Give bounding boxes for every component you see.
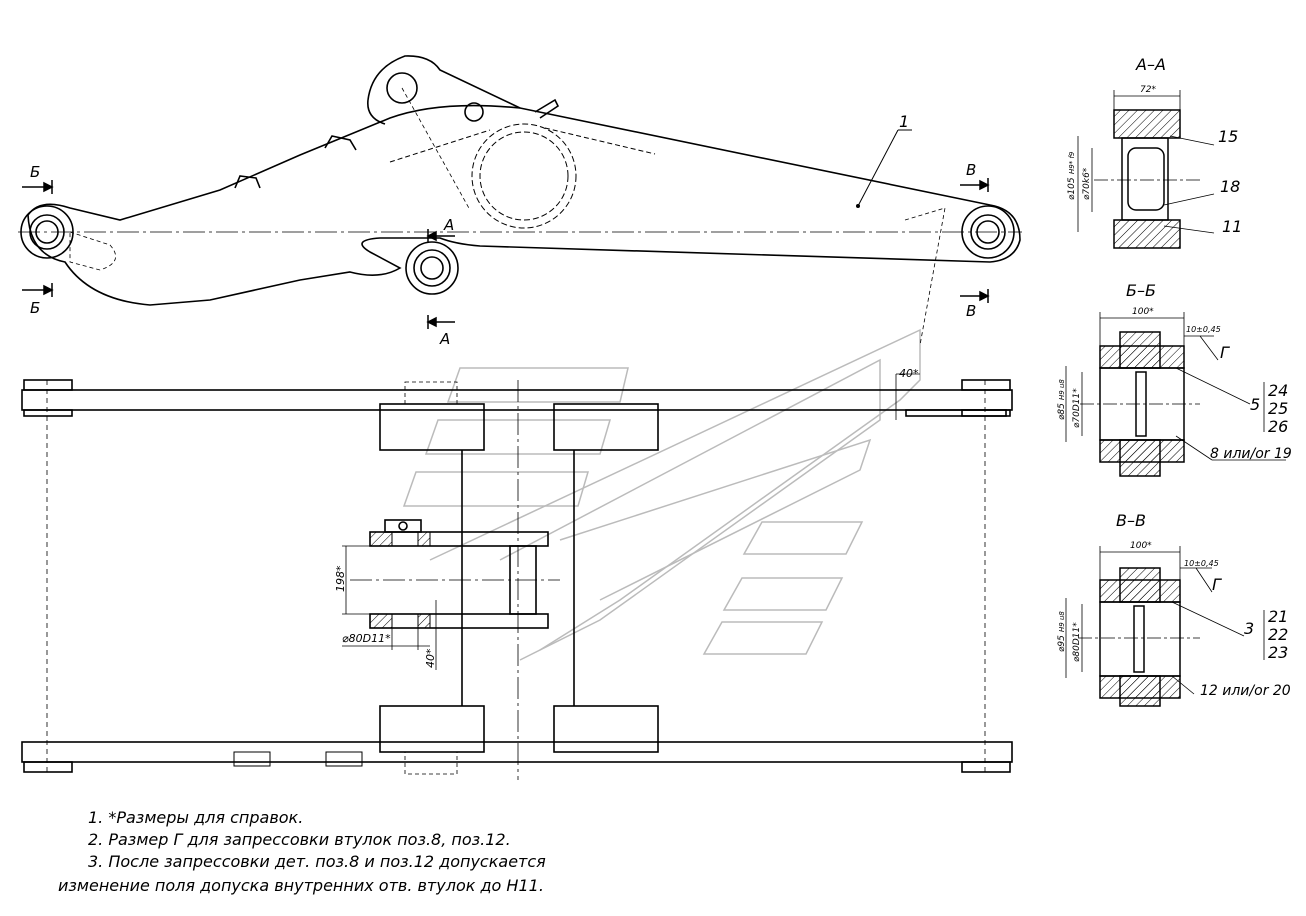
- dim-angle-label: 40*: [899, 367, 919, 380]
- dim-height-label: 198*: [334, 565, 347, 592]
- callout-22: 22: [1268, 625, 1288, 644]
- section-mark-v-top: В: [966, 161, 976, 179]
- part-1-leader: 1: [856, 112, 912, 208]
- section-vv-dim-inner: ⌀80D11*: [1072, 622, 1082, 662]
- plan-view-hatching: [369, 531, 431, 629]
- section-mark-b-top: Б: [30, 163, 40, 181]
- section-aa-dim-outer: ⌀105: [1067, 177, 1077, 200]
- section-vv-dim-width: 100*: [1130, 541, 1152, 551]
- section-bb-dim-width: 100*: [1132, 307, 1154, 317]
- section-aa-dim-outer-tol: H9* f9: [1068, 151, 1076, 174]
- callout-3: 3: [1244, 619, 1254, 638]
- callout-12-or-20: 12 или/or 20: [1200, 683, 1291, 699]
- section-bb-title: Б–Б: [1126, 281, 1156, 300]
- section-vv-letter-g: Г: [1212, 575, 1222, 594]
- section-mark-v-bottom: В: [966, 302, 976, 320]
- note-1: 1. *Размеры для справок.: [88, 808, 304, 827]
- section-aa-title: А–А: [1135, 55, 1166, 74]
- watermark-logo: [402, 328, 921, 661]
- section-aa-dim-inner: ⌀70k6*: [1082, 167, 1092, 200]
- callout-11: 11: [1222, 217, 1242, 236]
- section-mark-b-bottom: Б: [30, 299, 40, 317]
- section-bb-dim-outer: ⌀85: [1057, 403, 1067, 420]
- callout-25: 25: [1268, 399, 1288, 418]
- plan-view: [21, 379, 1013, 780]
- part-number-label: 1: [899, 112, 909, 131]
- callout-5: 5: [1250, 395, 1260, 414]
- callout-24: 24: [1268, 381, 1288, 400]
- dim-bore-label: ⌀80D11*: [342, 632, 391, 645]
- section-mark-a-top: А: [443, 216, 454, 234]
- side-view: [18, 55, 1022, 346]
- section-bb-letter-g: Г: [1220, 343, 1230, 362]
- dim-small-label: 40*: [424, 648, 437, 668]
- callout-21: 21: [1268, 607, 1288, 626]
- section-bb-dim-inner: ⌀70D11*: [1072, 388, 1082, 428]
- section-vv-title: В–В: [1116, 511, 1146, 530]
- plan-view-dimensions: [342, 373, 920, 670]
- section-bb: [1065, 312, 1286, 477]
- section-bb-dim-g: 10±0,45: [1186, 325, 1221, 334]
- section-aa: [1077, 90, 1215, 249]
- section-markers: [22, 178, 990, 329]
- section-bb-dim-outer-tol: H9 u8: [1058, 379, 1066, 400]
- note-2: 2. Размер Г для запрессовки втулок поз.8…: [88, 830, 511, 849]
- section-vv-dim-outer-tol: H9 u8: [1058, 611, 1066, 632]
- note-4: изменение поля допуска внутренних отв. в…: [58, 876, 544, 895]
- section-vv: [1065, 546, 1265, 707]
- callout-15: 15: [1218, 127, 1238, 146]
- callout-26: 26: [1268, 417, 1288, 436]
- note-3: 3. После запрессовки дет. поз.8 и поз.12…: [88, 852, 546, 871]
- callout-23: 23: [1268, 643, 1288, 662]
- callout-8-or-19: 8 или/or 19: [1210, 446, 1292, 462]
- section-vv-dim-outer: ⌀95: [1057, 635, 1067, 652]
- section-mark-a-bottom: А: [439, 330, 450, 348]
- section-aa-dim-width: 72*: [1140, 85, 1156, 95]
- section-vv-dim-g: 10±0,45: [1184, 559, 1219, 568]
- callout-18: 18: [1220, 177, 1240, 196]
